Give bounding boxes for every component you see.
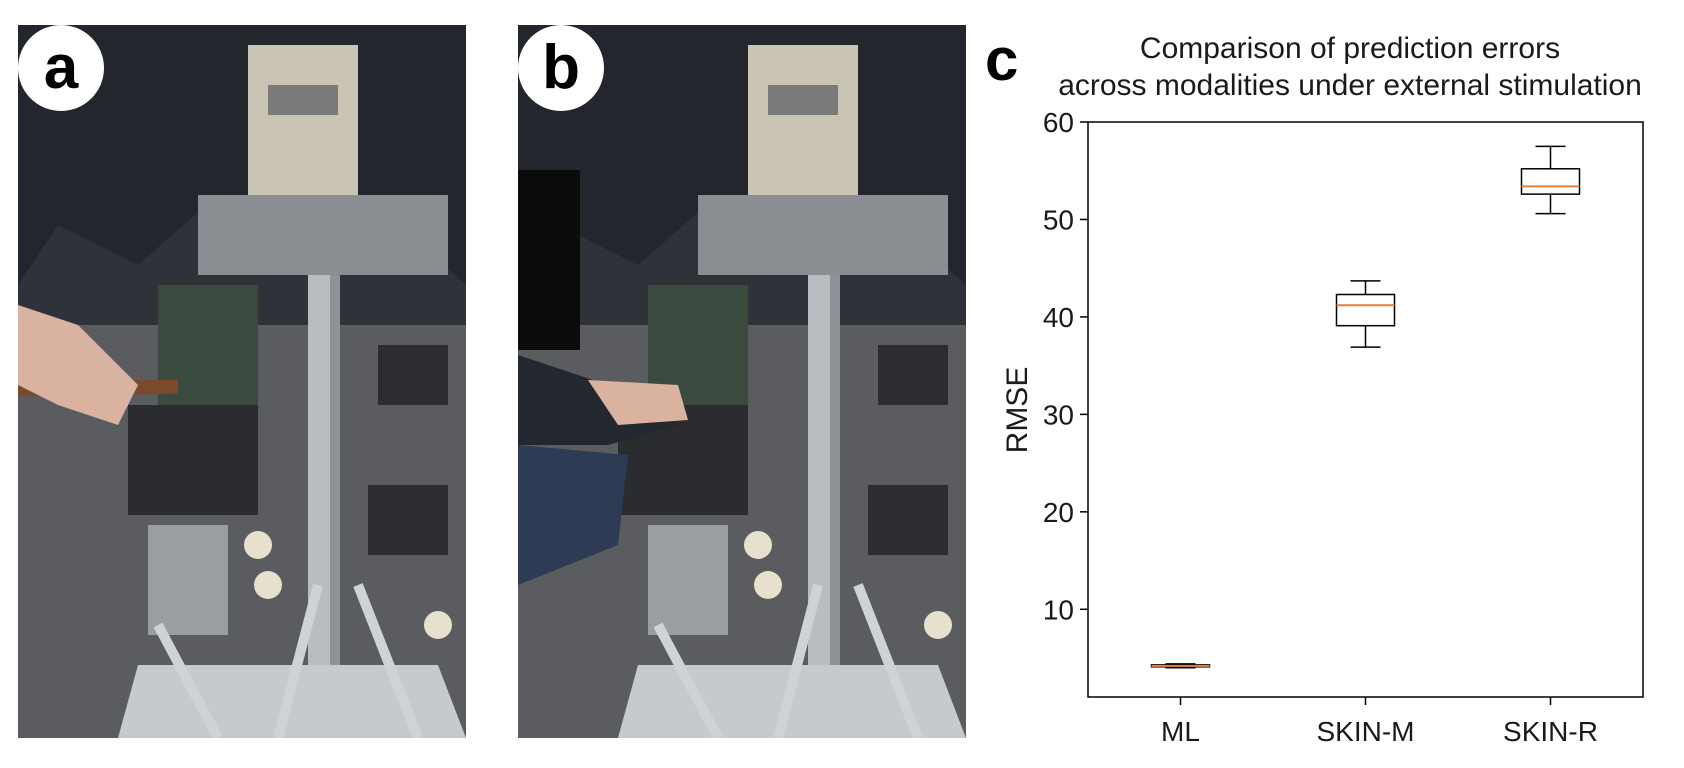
y-tick-label: 60 bbox=[1043, 107, 1074, 138]
box-skin-r bbox=[1520, 145, 1581, 215]
panel-label-a: a bbox=[18, 25, 104, 111]
y-axis-label: RMSE bbox=[1001, 367, 1034, 454]
photo-panel-a: a bbox=[18, 25, 466, 738]
box-series bbox=[1150, 145, 1581, 669]
panel-label-c: c bbox=[985, 26, 1019, 93]
panel-label-b: b bbox=[518, 25, 604, 111]
y-tick-label: 20 bbox=[1043, 497, 1074, 528]
box-ml bbox=[1150, 663, 1211, 669]
iqr-box bbox=[1335, 293, 1396, 327]
robot-photo-b bbox=[518, 25, 966, 738]
y-tick-label: 30 bbox=[1043, 399, 1074, 430]
y-tick-label: 40 bbox=[1043, 302, 1074, 333]
box-plot-chart: Comparison of prediction errors across m… bbox=[1001, 32, 1644, 747]
photo-panel-b: b bbox=[518, 25, 966, 738]
y-tick-label: 50 bbox=[1043, 204, 1074, 235]
plot-area-frame bbox=[1087, 121, 1644, 698]
x-axis-ticks: ML SKIN-M SKIN-R bbox=[1161, 697, 1598, 747]
y-tick-label: 10 bbox=[1043, 594, 1074, 625]
x-tick-label: SKIN-M bbox=[1317, 716, 1415, 747]
box-skin-m bbox=[1335, 280, 1396, 348]
chart-title-line-1: Comparison of prediction errors bbox=[1140, 32, 1560, 65]
iqr-box bbox=[1520, 168, 1581, 195]
robot-photo-a bbox=[18, 25, 466, 738]
x-tick-label: ML bbox=[1161, 716, 1200, 747]
y-axis-ticks: 10 20 30 40 50 60 bbox=[1043, 107, 1088, 625]
chart-title-line-2: across modalities under external stimula… bbox=[1058, 69, 1642, 102]
x-tick-label: SKIN-R bbox=[1503, 716, 1598, 747]
